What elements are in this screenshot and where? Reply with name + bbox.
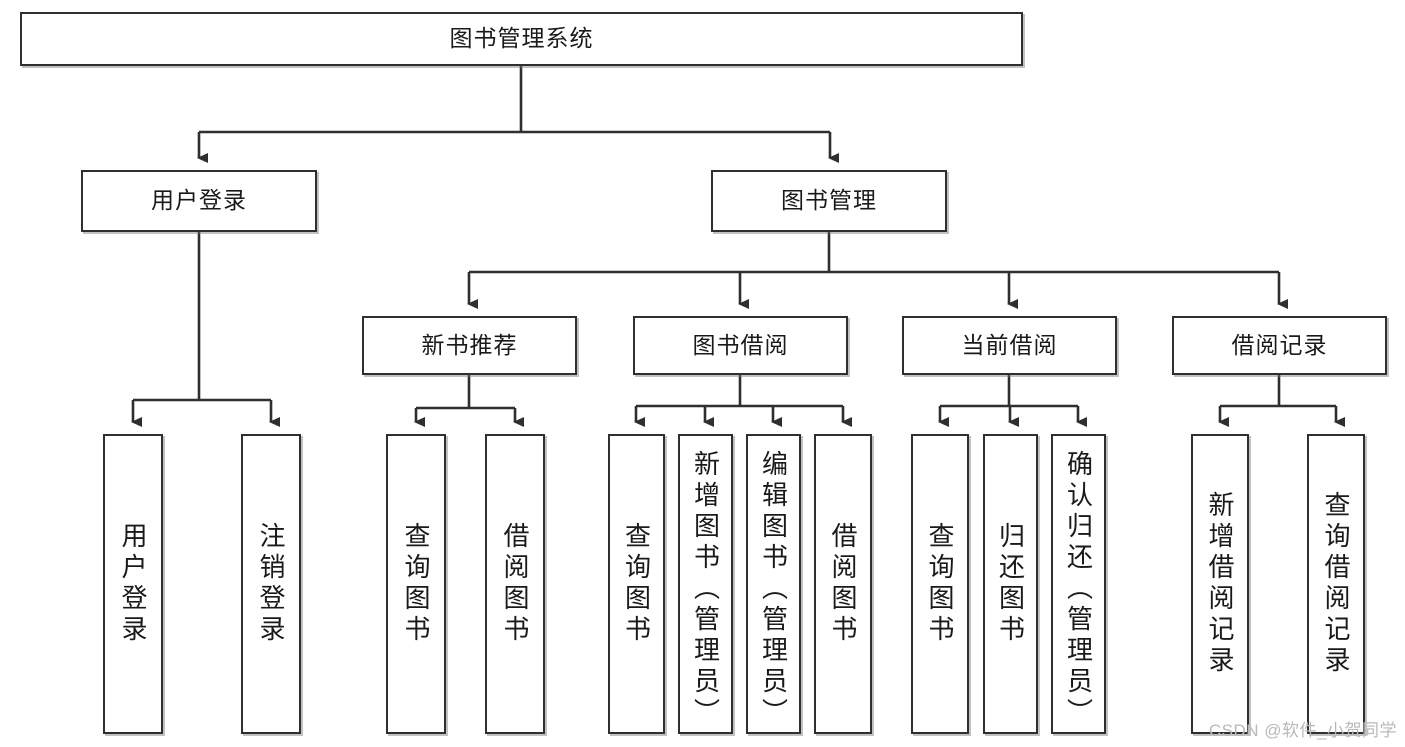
node-leaf-br-query-record[interactable]: 查询借阅记录 [1307,434,1365,734]
node-book-manage[interactable]: 图书管理 [711,170,947,232]
watermark-text: CSDN @软件_小贺同学 [1208,721,1397,740]
node-leaf-cb-query-book-label: 查询图书 [925,522,955,646]
node-root-label: 图书管理系统 [449,25,594,52]
node-user-login-label: 用户登录 [151,187,247,214]
node-leaf-br-add-record-label: 新增借阅记录 [1205,491,1235,677]
node-leaf-cb-confirm-return-label: 确认归还（管理员） [1063,450,1094,729]
node-book-manage-label: 图书管理 [781,187,877,214]
node-book-borrow-label: 图书借阅 [692,331,789,358]
node-leaf-rec-borrow-book-label: 借阅图书 [500,522,530,646]
node-leaf-br-query-record-label: 查询借阅记录 [1321,491,1351,677]
node-leaf-user-login-label: 用户登录 [118,522,148,646]
node-leaf-br-add-record[interactable]: 新增借阅记录 [1191,434,1249,734]
node-leaf-bb-add-book-label: 新增图书（管理员） [690,450,721,729]
node-leaf-bb-add-book[interactable]: 新增图书（管理员） [678,434,733,734]
node-leaf-cb-query-book[interactable]: 查询图书 [911,434,969,734]
node-leaf-rec-query-book-label: 查询图书 [401,522,431,646]
node-root[interactable]: 图书管理系统 [20,12,1023,66]
node-book-borrow[interactable]: 图书借阅 [633,316,848,375]
node-borrow-record[interactable]: 借阅记录 [1172,316,1387,375]
node-user-login[interactable]: 用户登录 [81,170,317,232]
node-leaf-bb-borrow-book-label: 借阅图书 [828,522,858,646]
node-leaf-bb-edit-book[interactable]: 编辑图书（管理员） [746,434,801,734]
node-new-book-rec[interactable]: 新书推荐 [362,316,577,375]
node-leaf-bb-borrow-book[interactable]: 借阅图书 [814,434,872,734]
node-leaf-rec-borrow-book[interactable]: 借阅图书 [485,434,545,734]
node-leaf-user-logout-label: 注销登录 [256,522,286,646]
node-leaf-user-login[interactable]: 用户登录 [103,434,163,734]
node-leaf-bb-query-book-label: 查询图书 [621,522,652,646]
node-new-book-rec-label: 新书推荐 [421,331,518,358]
node-current-borrow[interactable]: 当前借阅 [902,316,1117,375]
node-leaf-rec-query-book[interactable]: 查询图书 [386,434,446,734]
node-leaf-cb-return-book[interactable]: 归还图书 [983,434,1038,734]
node-leaf-bb-edit-book-label: 编辑图书（管理员） [758,450,789,729]
node-borrow-record-label: 借阅记录 [1231,331,1328,358]
node-leaf-bb-query-book[interactable]: 查询图书 [608,434,665,734]
node-current-borrow-label: 当前借阅 [961,331,1058,358]
node-leaf-cb-confirm-return[interactable]: 确认归还（管理员） [1051,434,1106,734]
node-leaf-cb-return-book-label: 归还图书 [995,522,1026,646]
node-leaf-user-logout[interactable]: 注销登录 [241,434,301,734]
